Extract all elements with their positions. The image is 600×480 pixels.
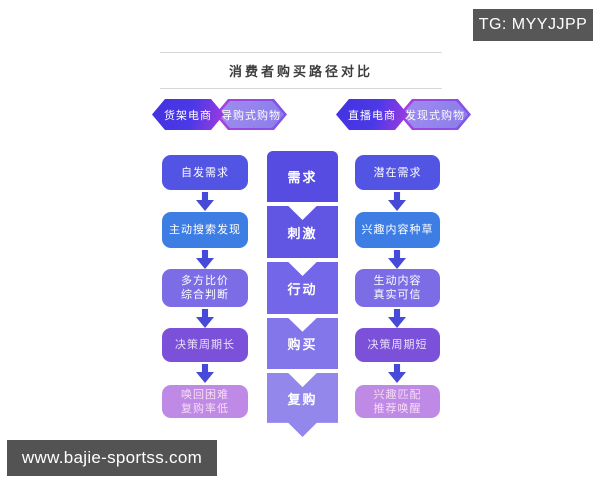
down-arrow-icon xyxy=(388,250,406,269)
right-step-1: 潜在需求 xyxy=(355,155,440,190)
down-arrow-icon xyxy=(388,192,406,211)
left-step-1: 自发需求 xyxy=(162,155,248,190)
right-step-4: 决策周期短 xyxy=(355,328,440,362)
down-arrow-icon xyxy=(196,364,214,383)
right-step-5: 兴趣匹配 推荐唤醒 xyxy=(355,385,440,418)
funnel-stage-3: 行动 xyxy=(267,262,338,314)
pill-guided-shopping-label: 导购式购物 xyxy=(218,101,284,128)
right-step-4-label: 决策周期短 xyxy=(367,339,428,351)
left-step-5: 唤回困难 复购率低 xyxy=(162,385,248,418)
pill-discovery-shopping: 发现式购物 xyxy=(399,99,471,130)
pill-discovery-shopping-label: 发现式购物 xyxy=(402,101,468,128)
right-step-3: 生动内容 真实可信 xyxy=(355,269,440,307)
left-step-3-line1: 多方比价 xyxy=(181,275,229,287)
right-step-2: 兴趣内容种草 xyxy=(355,212,440,248)
down-arrow-icon xyxy=(388,364,406,383)
website-watermark: www.bajie-sportss.com xyxy=(7,440,217,476)
page-title: 消费者购买路径对比 xyxy=(160,52,442,89)
left-step-1-label: 自发需求 xyxy=(181,166,229,179)
funnel-stage-2: 刺激 xyxy=(267,206,338,258)
left-step-5-line1: 唤回困难 xyxy=(181,388,229,401)
down-arrow-icon xyxy=(388,309,406,328)
pill-live-ecommerce: 直播电商 xyxy=(336,99,408,130)
pill-guided-shopping: 导购式购物 xyxy=(215,99,287,130)
left-step-3: 多方比价 综合判断 xyxy=(162,269,248,307)
down-arrow-icon xyxy=(196,192,214,211)
down-arrow-icon xyxy=(196,250,214,269)
left-step-5-line2: 复购率低 xyxy=(181,402,229,415)
right-step-3-line2: 真实可信 xyxy=(373,289,422,301)
left-step-2-label: 主动搜索发现 xyxy=(169,224,241,236)
right-step-5-line1: 兴趣匹配 xyxy=(373,388,422,401)
down-arrow-icon xyxy=(196,309,214,328)
pill-shelf-ecommerce: 货架电商 xyxy=(152,99,224,130)
right-step-2-label: 兴趣内容种草 xyxy=(361,224,434,236)
telegram-badge: TG: MYYJJPP xyxy=(473,9,593,41)
funnel-stage-4: 购买 xyxy=(267,318,338,369)
right-step-5-line2: 推荐唤醒 xyxy=(373,402,422,415)
funnel-stage-5: 复购 xyxy=(267,373,338,437)
funnel-stage-1: 需求 xyxy=(267,151,338,202)
left-step-4: 决策周期长 xyxy=(162,328,248,362)
left-step-3-line2: 综合判断 xyxy=(181,289,229,301)
right-step-1-label: 潜在需求 xyxy=(373,166,422,179)
left-step-4-label: 决策周期长 xyxy=(175,339,235,351)
right-step-3-line1: 生动内容 xyxy=(373,275,422,287)
left-step-2: 主动搜索发现 xyxy=(162,212,248,248)
